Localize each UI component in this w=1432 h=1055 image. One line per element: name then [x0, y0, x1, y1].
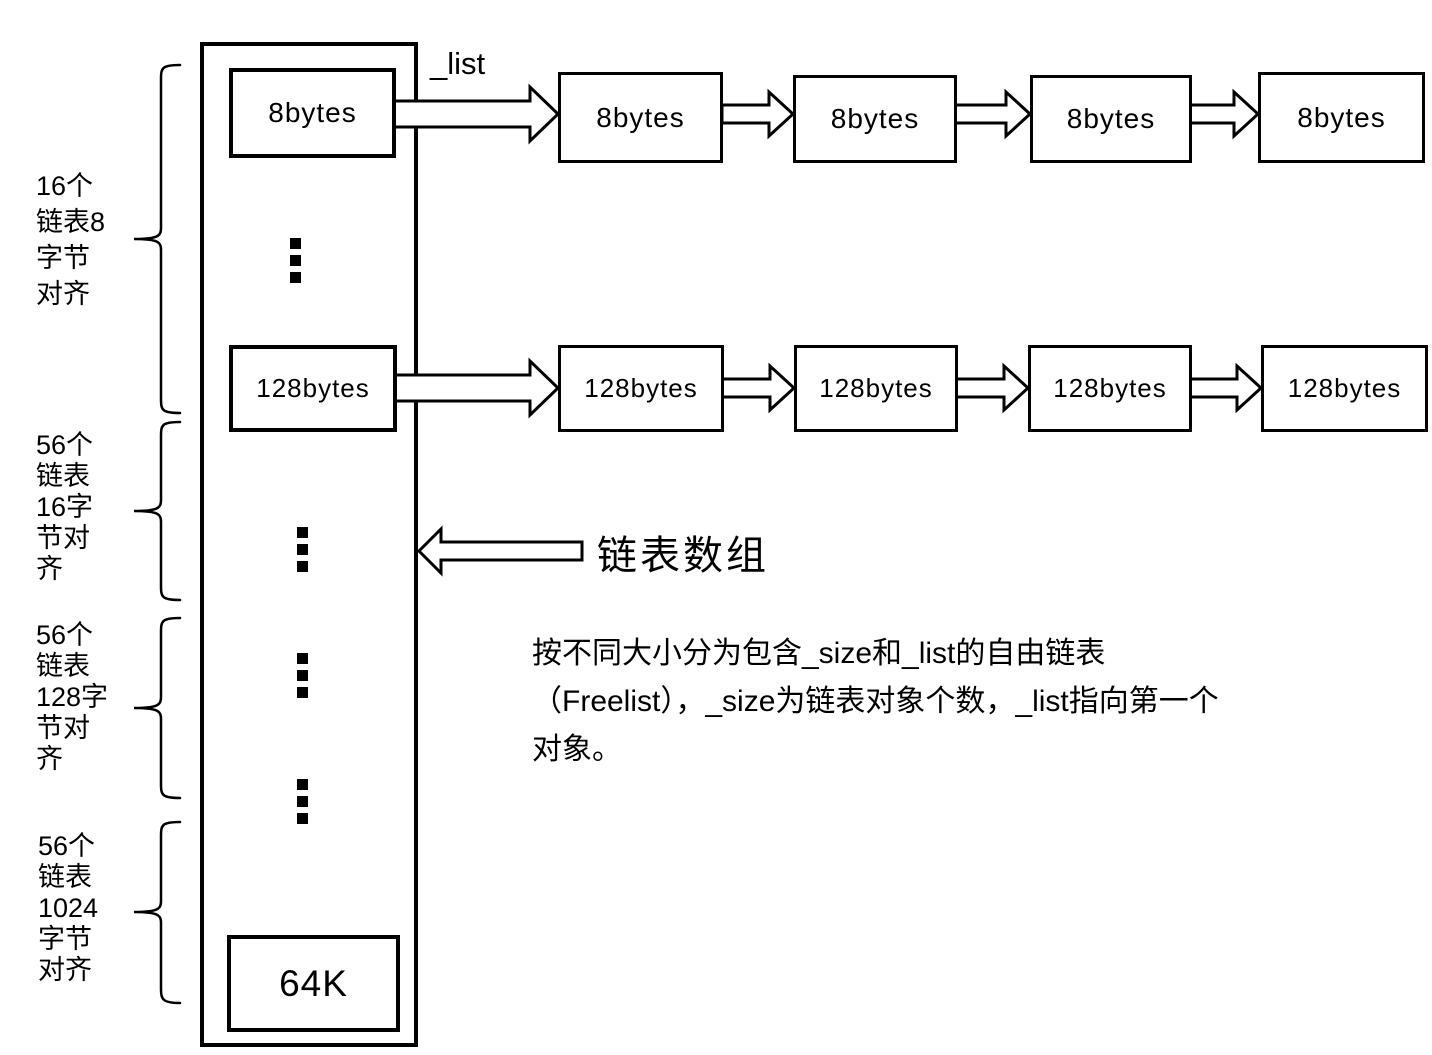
chain-arrow [720, 362, 797, 414]
bucket-box-64k: 64K [227, 935, 400, 1032]
brace-group-128byte [133, 616, 182, 800]
group-label-56-lists-1024byte: 56个 链表 1024 字节 对齐 [38, 831, 99, 985]
ellipsis-dots [297, 779, 308, 824]
brace-group-1024byte [133, 820, 182, 1005]
ellipsis-dots [290, 238, 301, 283]
chain-node-8bytes: 8bytes [793, 75, 957, 163]
bucket-box-128bytes: 128bytes [229, 345, 397, 432]
bucket-box-8bytes: 8bytes [229, 68, 396, 158]
chain-node-8bytes: 8bytes [1030, 75, 1192, 163]
chain-node-8bytes: 8bytes [1258, 72, 1425, 163]
chain-node-128bytes: 128bytes [558, 345, 724, 432]
freelist-note: 按不同大小分为包含_size和_list的自由链表 （Freelist），_si… [532, 637, 1219, 766]
ellipsis-dots [297, 653, 308, 698]
array-callout-arrow [416, 525, 584, 577]
chain-node-128bytes: 128bytes [794, 345, 958, 432]
group-label-16-lists-8byte: 16个 链表8 字节 对齐 [36, 171, 106, 309]
chain-arrow [1188, 362, 1264, 414]
chain-arrow [953, 88, 1033, 140]
list-pointer-label: _list [430, 46, 486, 81]
group-label-56-lists-16byte: 56个 链表 16字 节对 齐 [36, 430, 94, 584]
chain-arrow [954, 362, 1031, 414]
chain-node-8bytes: 8bytes [558, 72, 723, 163]
list-arrow-128bytes [393, 357, 561, 419]
array-callout-label: 链表数组 [597, 534, 769, 578]
brace-group-8byte [133, 63, 182, 415]
ellipsis-dots [297, 527, 308, 572]
list-arrow-8bytes [392, 83, 561, 145]
chain-arrow [1187, 88, 1261, 140]
freelist-array-container [200, 42, 418, 1047]
group-label-56-lists-128byte: 56个 链表 128字 节对 齐 [36, 620, 109, 774]
chain-node-128bytes: 128bytes [1028, 345, 1192, 432]
chain-arrow [720, 88, 796, 140]
chain-node-128bytes: 128bytes [1261, 345, 1428, 432]
brace-group-16byte [133, 420, 182, 602]
